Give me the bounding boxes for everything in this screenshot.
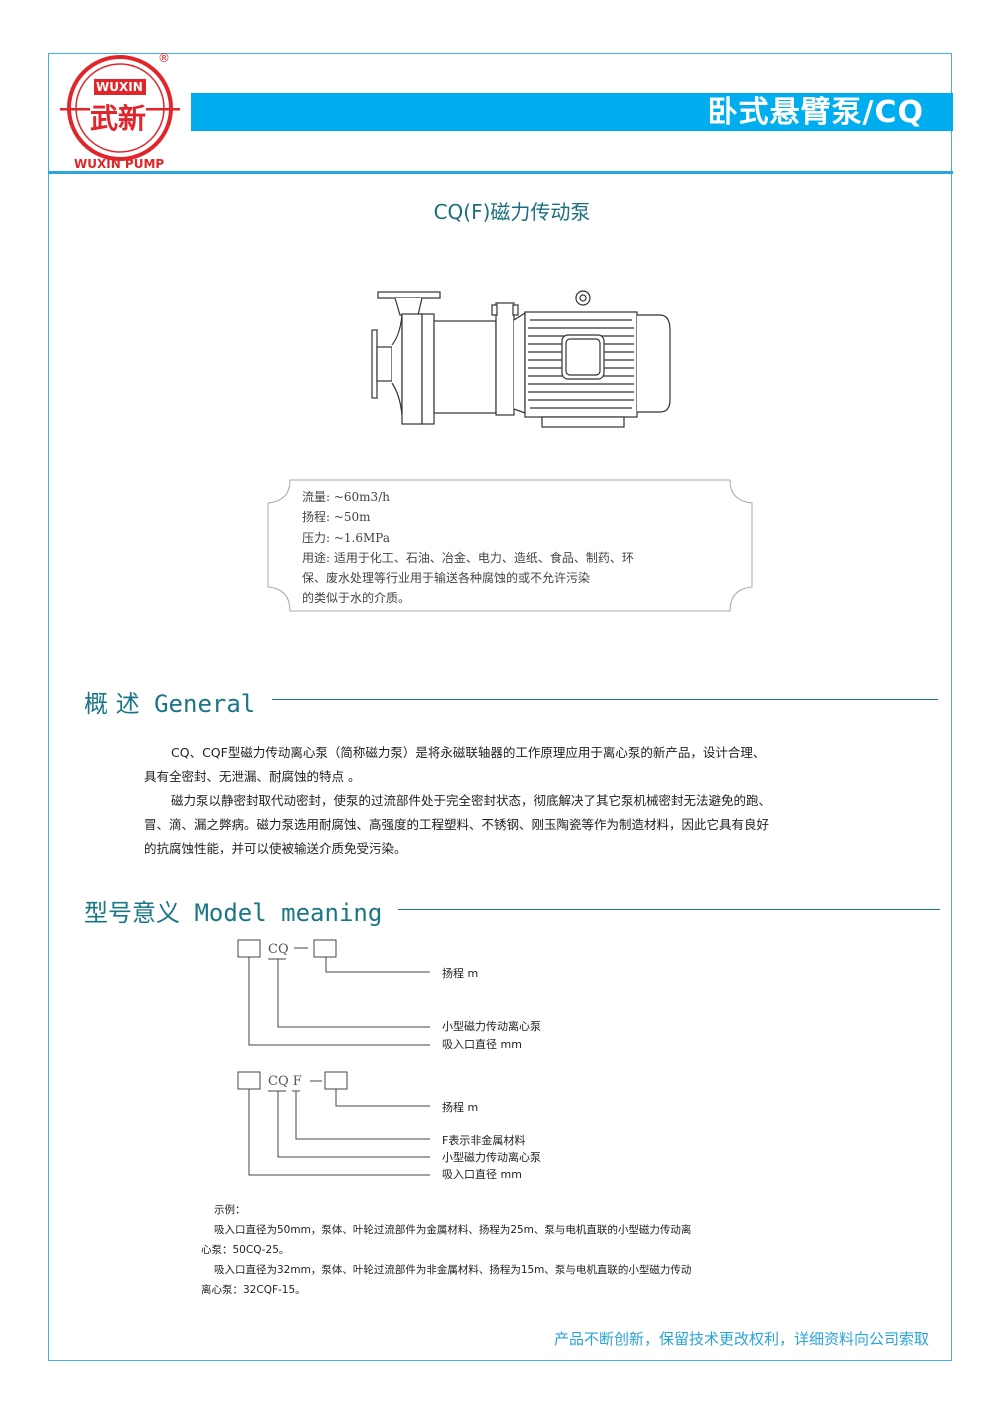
spec-usage: 用途: 适用于化工、石油、冶金、电力、造纸、食品、制药、环 [302,550,634,565]
header-divider [48,171,953,174]
spec-box [266,479,756,617]
overview-heading: 概 述 General [84,690,256,718]
logo-cn: 武新 [90,97,147,137]
spec-flow: 流量: ~60m3/h [302,490,390,504]
model2-code: CQ F [268,1074,302,1089]
spec-pressure: 压力: ~1.6MPa [302,530,390,545]
footer-note: 产品不断创新，保留技术更改权利，详细资料向公司索取 [553,1330,929,1348]
model1-label-head: 扬程 m [442,967,479,980]
header-title: 卧式悬臂泵/CQ [707,95,924,130]
spec-usage-cont: 的类似于水的介质。 [302,591,411,606]
model1-label-type: 小型磁力传动离心泵 [442,1020,541,1033]
page-frame [48,53,952,1361]
model1-code: CQ [268,942,289,957]
model2-label-material: F表示非金属材料 [442,1134,526,1147]
model-examples: 示例： 吸入口直径为50mm，泵体、叶轮过流部件为金属材料、扬程为25m、泵与电… [201,1204,692,1296]
spec-head: 扬程: ~50m [302,510,371,525]
pump-illustration [370,285,680,434]
overview-text: CQ、CQF型磁力传动离心泵（简称磁力泵）是将永磁联轴器的工作原理应用于离心泵的… [144,745,772,856]
logo-registered: ® [158,51,170,65]
overview-rule [272,699,938,700]
logo-wuxin-pump: WUXIN PUMP [74,157,165,171]
logo-wuxin: WUXIN [96,80,143,94]
model2-label-inlet: 吸入口直径 mm [442,1168,522,1181]
spec-list: 流量: ~60m3/h 扬程: ~50m 压力: ~1.6MPa 用途: 适用于… [302,487,634,609]
spec-usage-cont: 保、废水处理等行业用于输送各种腐蚀的或不允许污染 [302,571,591,586]
model2-label-head: 扬程 m [442,1101,479,1114]
model-diagram-lines [230,930,450,1194]
header-bar [191,93,953,131]
model-heading: 型号意义 Model meaning [84,899,383,927]
model2-label-type: 小型磁力传动离心泵 [442,1151,541,1164]
model-rule [398,909,940,910]
model1-label-inlet: 吸入口直径 mm [442,1038,522,1051]
logo: WUXIN 武新 ® WUXIN PUMP [58,51,183,173]
product-title: CQ(F)磁力传动泵 [433,200,591,224]
